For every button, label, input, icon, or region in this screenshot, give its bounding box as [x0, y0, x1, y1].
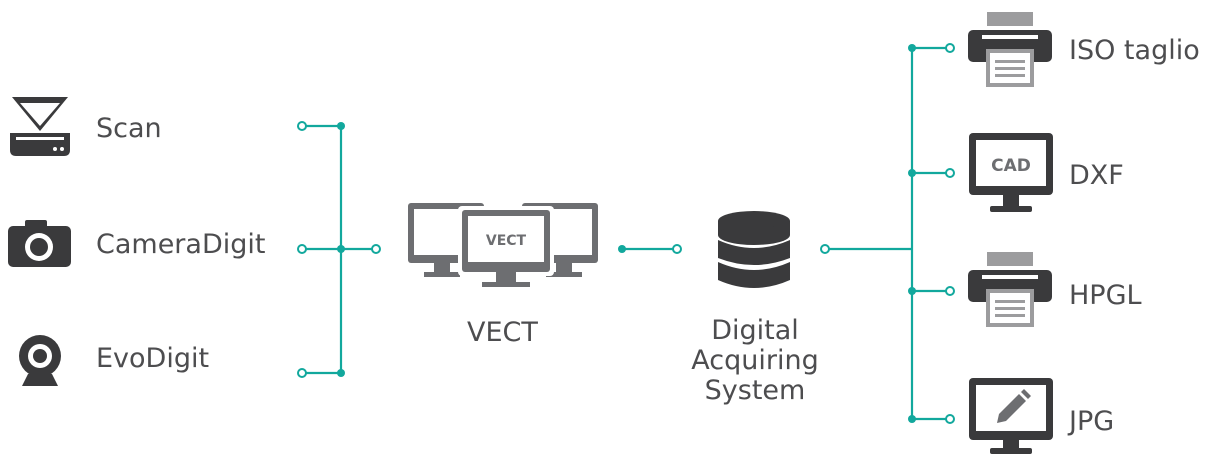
camera-icon — [8, 220, 71, 267]
cad-screen-text: CAD — [991, 156, 1031, 176]
vect-label: VECT — [467, 317, 538, 348]
input-connectors — [297, 121, 381, 378]
edit-monitor-icon — [969, 378, 1053, 454]
monitors-icon: VECT — [408, 203, 598, 287]
database-icon — [718, 211, 790, 288]
scanner-icon — [10, 97, 70, 156]
vect-screen-text: VECT — [486, 233, 527, 249]
printer-icon — [968, 252, 1052, 327]
webcam-icon — [19, 335, 61, 386]
printer-icon — [968, 12, 1052, 87]
input-label-scan: Scan — [96, 113, 162, 144]
vect-das-connector — [618, 244, 682, 254]
output-label-iso-taglio: ISO taglio — [1069, 35, 1200, 66]
cad-monitor-icon: CAD — [969, 133, 1053, 212]
output-label-jpg: JPG — [1069, 406, 1115, 437]
output-label-hpgl: HPGL — [1069, 280, 1142, 311]
input-label-evodigit: EvoDigit — [96, 343, 210, 374]
output-connectors — [820, 43, 955, 424]
output-label-dxf: DXF — [1069, 160, 1124, 191]
input-label-cameradigit: CameraDigit — [96, 229, 266, 260]
das-label: Digital Acquiring System — [691, 315, 819, 406]
